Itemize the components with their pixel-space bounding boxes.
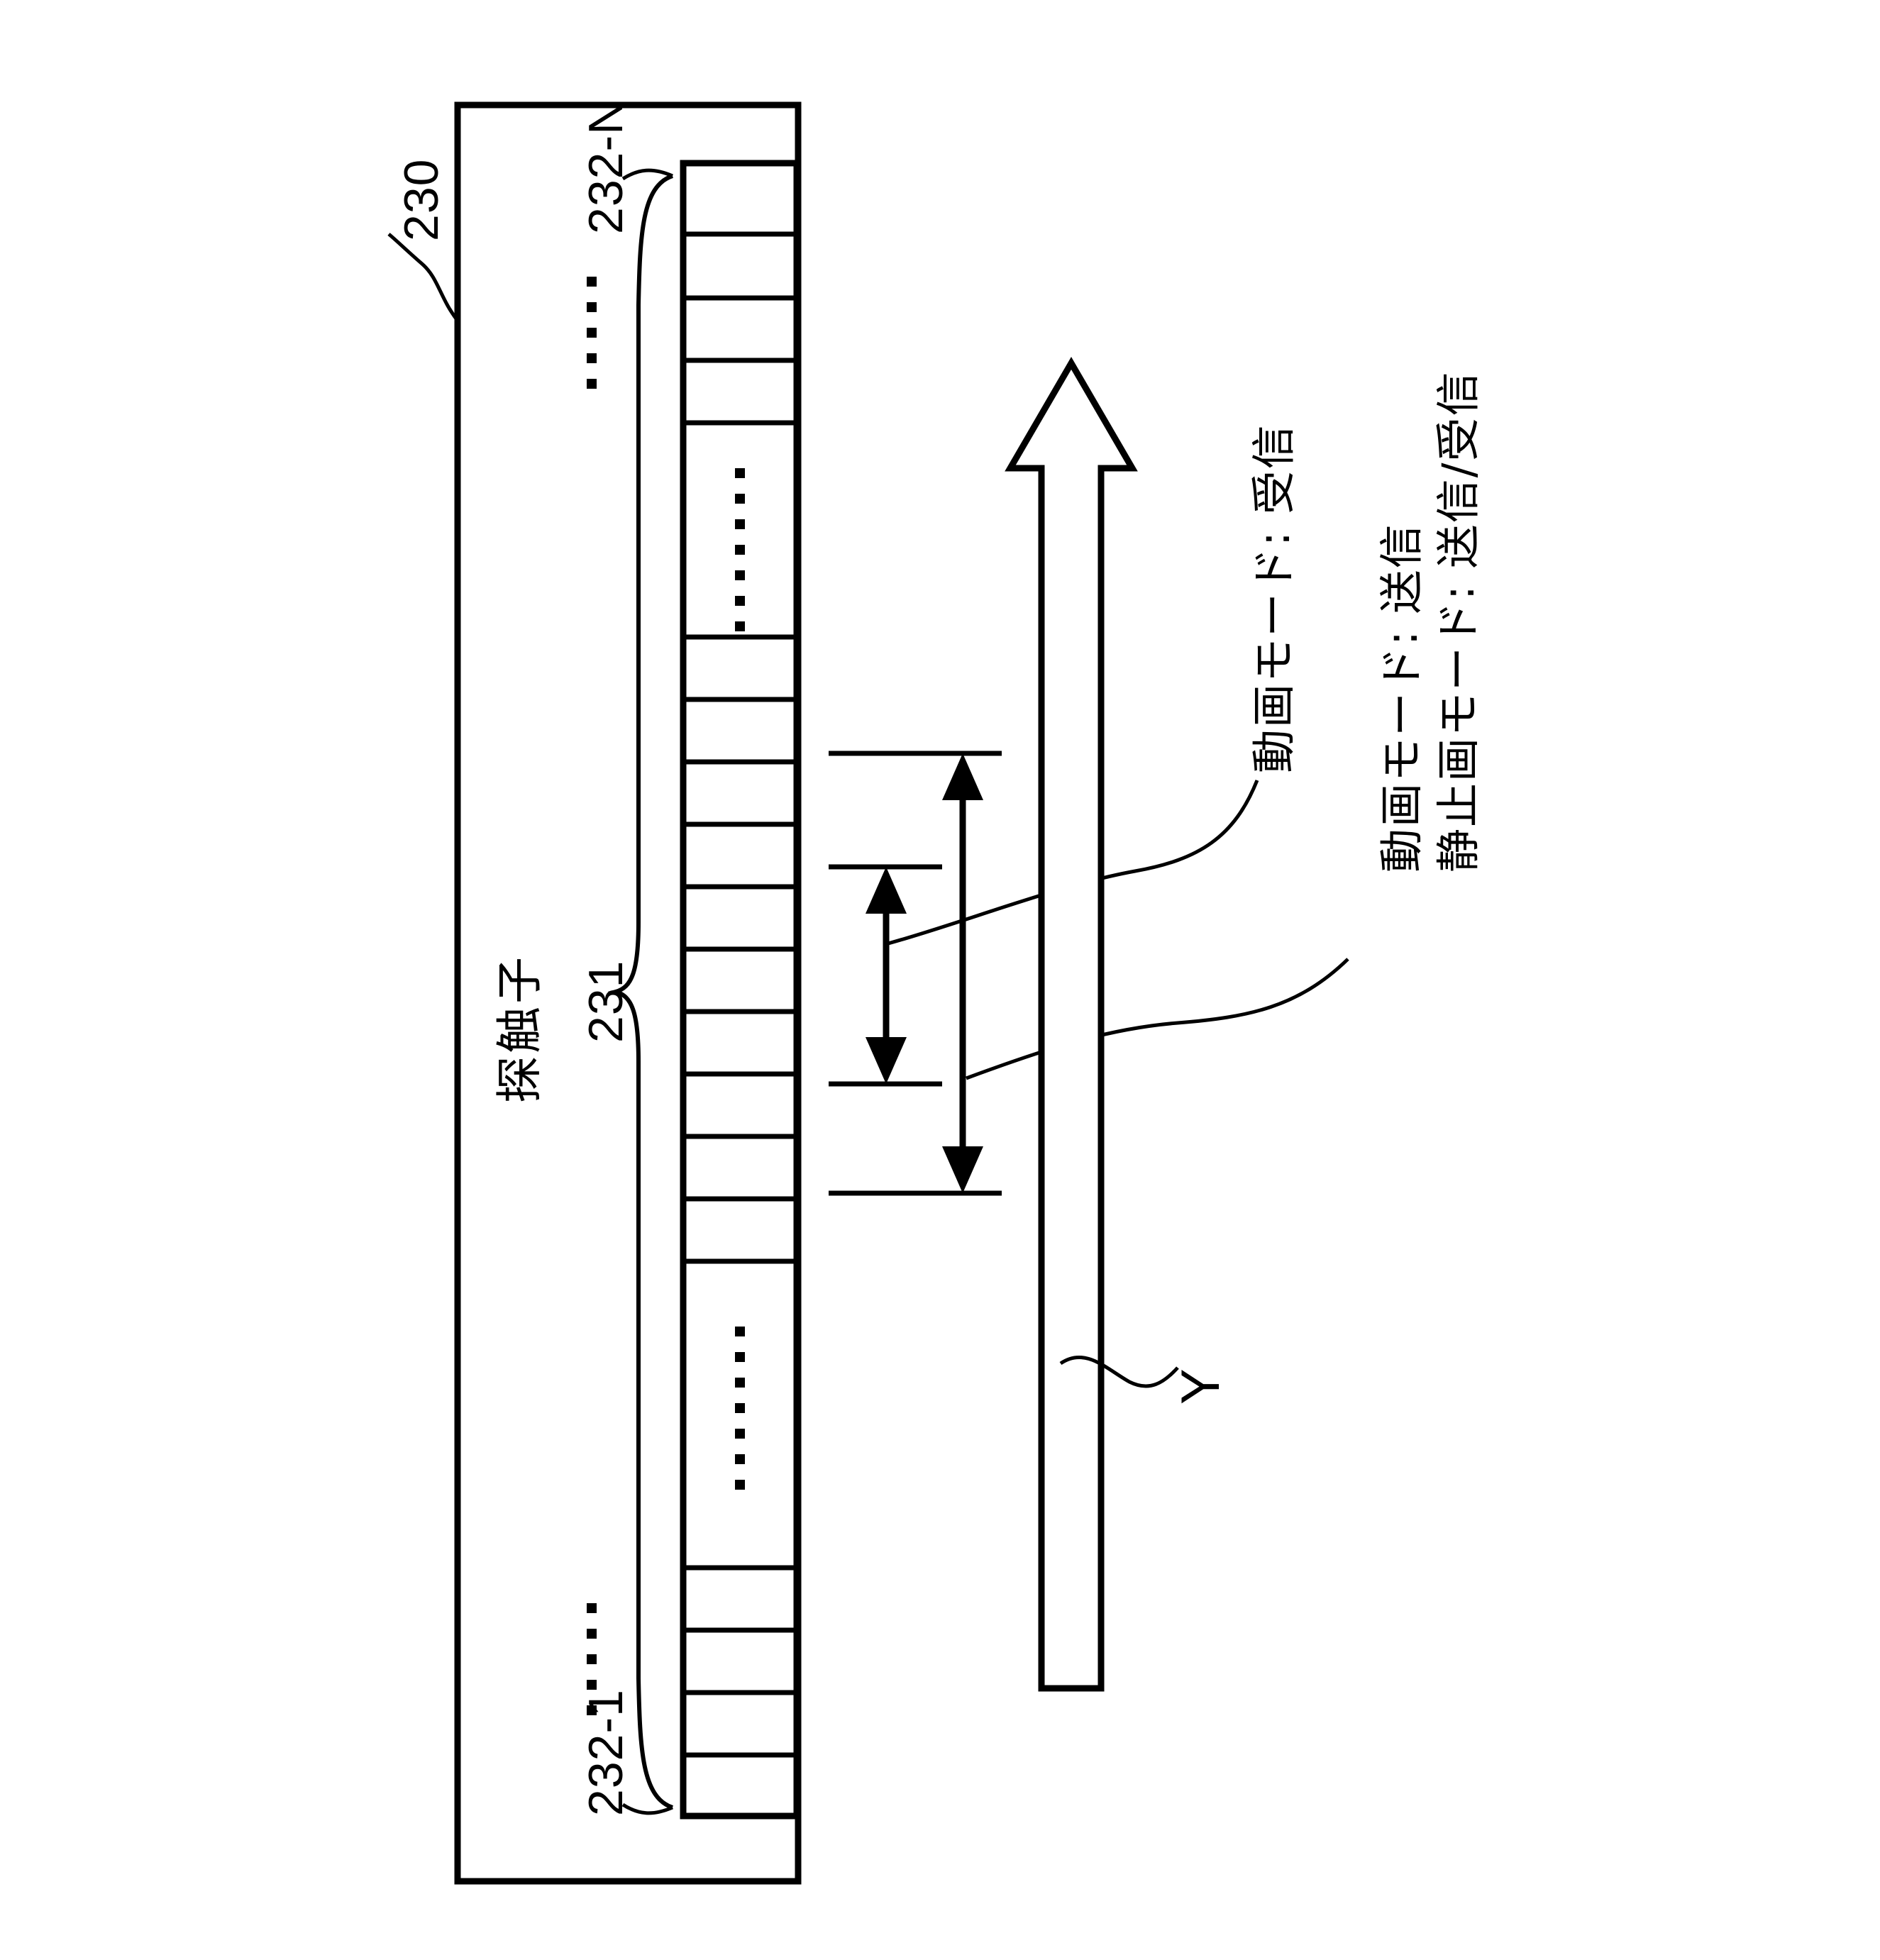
array-ellipsis-bottom: [735, 1327, 745, 1505]
label-232-N: 232-N: [579, 99, 633, 234]
leader-video-transmit: [966, 958, 1349, 1080]
brace-whisker-bottom: [621, 1803, 673, 1815]
element-dividers-top: [683, 231, 797, 426]
ellipsis-bottom-label: [587, 1603, 597, 1731]
label-probe: 探触子: [492, 954, 547, 1103]
annotation-video-transmit: 動画モード: 送信: [1376, 523, 1427, 873]
element-dividers-bottom: [683, 1565, 797, 1758]
label-Y-axis: Y: [1171, 1368, 1231, 1405]
y-axis-block-arrow: [1005, 357, 1138, 1692]
array-brace-231: [607, 174, 674, 1810]
aperture-small-extension-lines: [829, 864, 942, 1087]
element-array-column: [680, 160, 800, 1820]
annotation-video-receive: 動画モード: 受信: [1248, 423, 1300, 773]
leader-Y: [1059, 1355, 1179, 1388]
element-dividers-middle: [683, 634, 797, 1264]
ellipsis-top-label: [587, 277, 597, 404]
leader-230: [387, 233, 459, 322]
array-ellipsis-top: [735, 468, 745, 647]
aperture-large-double-arrow: [942, 753, 983, 1193]
brace-whisker-top: [621, 168, 673, 181]
aperture-small-double-arrow: [866, 867, 907, 1084]
label-230: 230: [394, 158, 448, 241]
leader-video-receive: [888, 780, 1259, 946]
aperture-large-extension-lines: [829, 751, 1002, 1196]
annotation-still-transmit-receive: 静止画モード: 送信/受信: [1432, 370, 1484, 873]
label-231: 231: [579, 960, 633, 1043]
